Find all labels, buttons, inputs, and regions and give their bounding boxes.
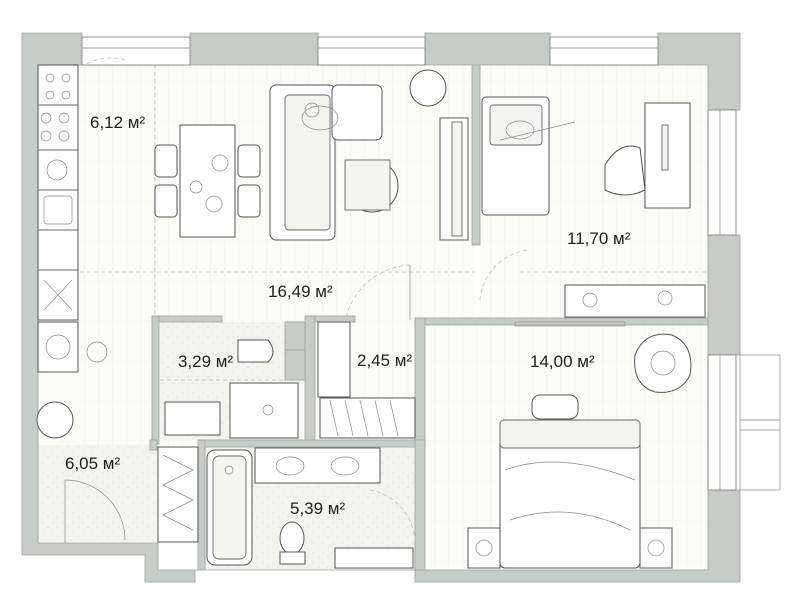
wall-closet-top [309, 315, 356, 323]
floor-entry [38, 445, 158, 543]
living-furniture [269, 69, 469, 241]
area-living: 16,49 м² [268, 282, 333, 301]
bedroom-top-furniture [481, 96, 706, 318]
entry-fixtures [64, 446, 199, 543]
window-right-bottom [707, 354, 737, 491]
wall-bath-top [199, 439, 426, 448]
wall-closet-right [414, 317, 426, 441]
wc-fixtures [160, 339, 300, 439]
area-bedroom-main: 14,00 м² [530, 352, 595, 371]
dining-table [154, 124, 261, 238]
wardrobe-fixtures [317, 321, 416, 439]
area-hall: 6,05 м² [65, 454, 120, 473]
wall-wc-left [151, 315, 160, 445]
window-right-top [707, 109, 737, 236]
wall-bedrooms-divider [414, 317, 709, 326]
walls [21, 32, 781, 583]
area-wardrobe: 2,45 м² [357, 351, 412, 370]
bedroom-main-furniture [467, 321, 692, 569]
pillar-1 [284, 321, 306, 351]
balcony [739, 354, 781, 491]
doors [84, 57, 529, 541]
pillar-2 [284, 349, 306, 381]
area-kitchen: 6,12 м² [90, 113, 145, 132]
area-bathroom: 5,39 м² [290, 499, 345, 518]
wall-entry-right [149, 439, 158, 451]
kitchen-unit [36, 64, 108, 439]
window-kitchen [81, 36, 191, 66]
wall-bath-left [197, 439, 206, 571]
area-bedroom-top: 11,70 м² [567, 229, 631, 248]
wall-living-bedroom [471, 64, 481, 246]
wall-bath-right [414, 439, 426, 571]
window-living [317, 36, 426, 66]
window-bedroom-top [549, 36, 659, 66]
area-labels: 6,12 м² 16,49 м² 11,70 м² 3,29 м² 2,45 м… [65, 113, 631, 518]
wall-wc-right [304, 315, 316, 445]
bathroom-fixtures [206, 447, 414, 569]
wall-wc-top [151, 315, 223, 323]
area-wc: 3,29 м² [178, 352, 233, 371]
